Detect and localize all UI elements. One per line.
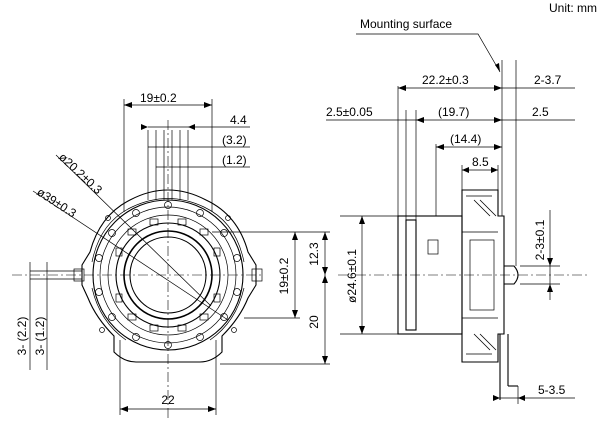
side-body-details: [462, 195, 498, 355]
dim-19-right-label: 19±0.2: [277, 257, 291, 294]
side-shaft: [504, 265, 519, 285]
front-ring-inner-edge: [99, 206, 237, 344]
dim-3-2-2-label: 3- (2.2): [15, 317, 29, 356]
front-top-terminals: [147, 130, 189, 200]
dim-20-label: 20: [307, 315, 321, 329]
dia-20-2-label: ø20.2±0.3: [56, 150, 105, 197]
dia-24-6-label: ø24.6±0.1: [345, 249, 359, 303]
side-body-rear: [461, 189, 505, 363]
dia-39-leader: [32, 190, 229, 321]
front-view: [12, 99, 330, 420]
side-view: [326, 33, 590, 404]
dim-5-3-5-label: 5-3.5: [538, 383, 566, 397]
dim-19-top-label: 19±0.2: [140, 91, 177, 105]
front-ring-holes: [95, 201, 241, 349]
side-terminals: [499, 334, 518, 400]
dim-2-5-label: 2.5: [532, 105, 549, 119]
dim-3-2-label: (3.2): [222, 133, 247, 147]
dim-2-3-7-label: 2-3.7: [534, 73, 562, 87]
front-right-tabs: [251, 268, 263, 282]
units-label: Unit: mm: [549, 1, 597, 15]
dim-14-4-label: (14.4): [450, 132, 481, 146]
dim-2-3-01-label: 2-3±0.1: [533, 219, 547, 260]
front-left-tabs: [30, 268, 85, 282]
dim-3-1-2-label: 3- (1.2): [33, 317, 47, 356]
front-bore-outer: [123, 230, 213, 320]
mounting-surface-leader: [356, 33, 501, 73]
dim-12-3-label: 12.3: [307, 242, 321, 266]
dia-39-label: ø39±0.3: [34, 185, 79, 221]
dim-1-2-label: (1.2): [222, 153, 247, 167]
dim-19-7-label: (19.7): [438, 105, 469, 119]
front-outer-ring: [92, 199, 244, 351]
dim-22-2-label: 22.2±0.3: [422, 73, 469, 87]
dim-8-5-label: 8.5: [472, 155, 489, 169]
front-rotor-ring: [115, 222, 221, 328]
dia-20-2-leader: [55, 154, 212, 307]
mounting-surface-label: Mounting surface: [360, 17, 452, 31]
front-contact-segments: [115, 218, 221, 332]
dim-4-4-label: 4.4: [230, 113, 247, 127]
front-outer-flange: [81, 189, 257, 363]
front-flange-step: [91, 198, 245, 341]
front-contact-ring: [107, 214, 229, 336]
side-front-flange: [405, 219, 417, 331]
dim-2-5-005-label: 2.5±0.05: [326, 105, 373, 119]
front-bore-inner: [129, 236, 207, 314]
side-hatching: [427, 199, 497, 351]
dim-22-label: 22: [161, 393, 175, 407]
